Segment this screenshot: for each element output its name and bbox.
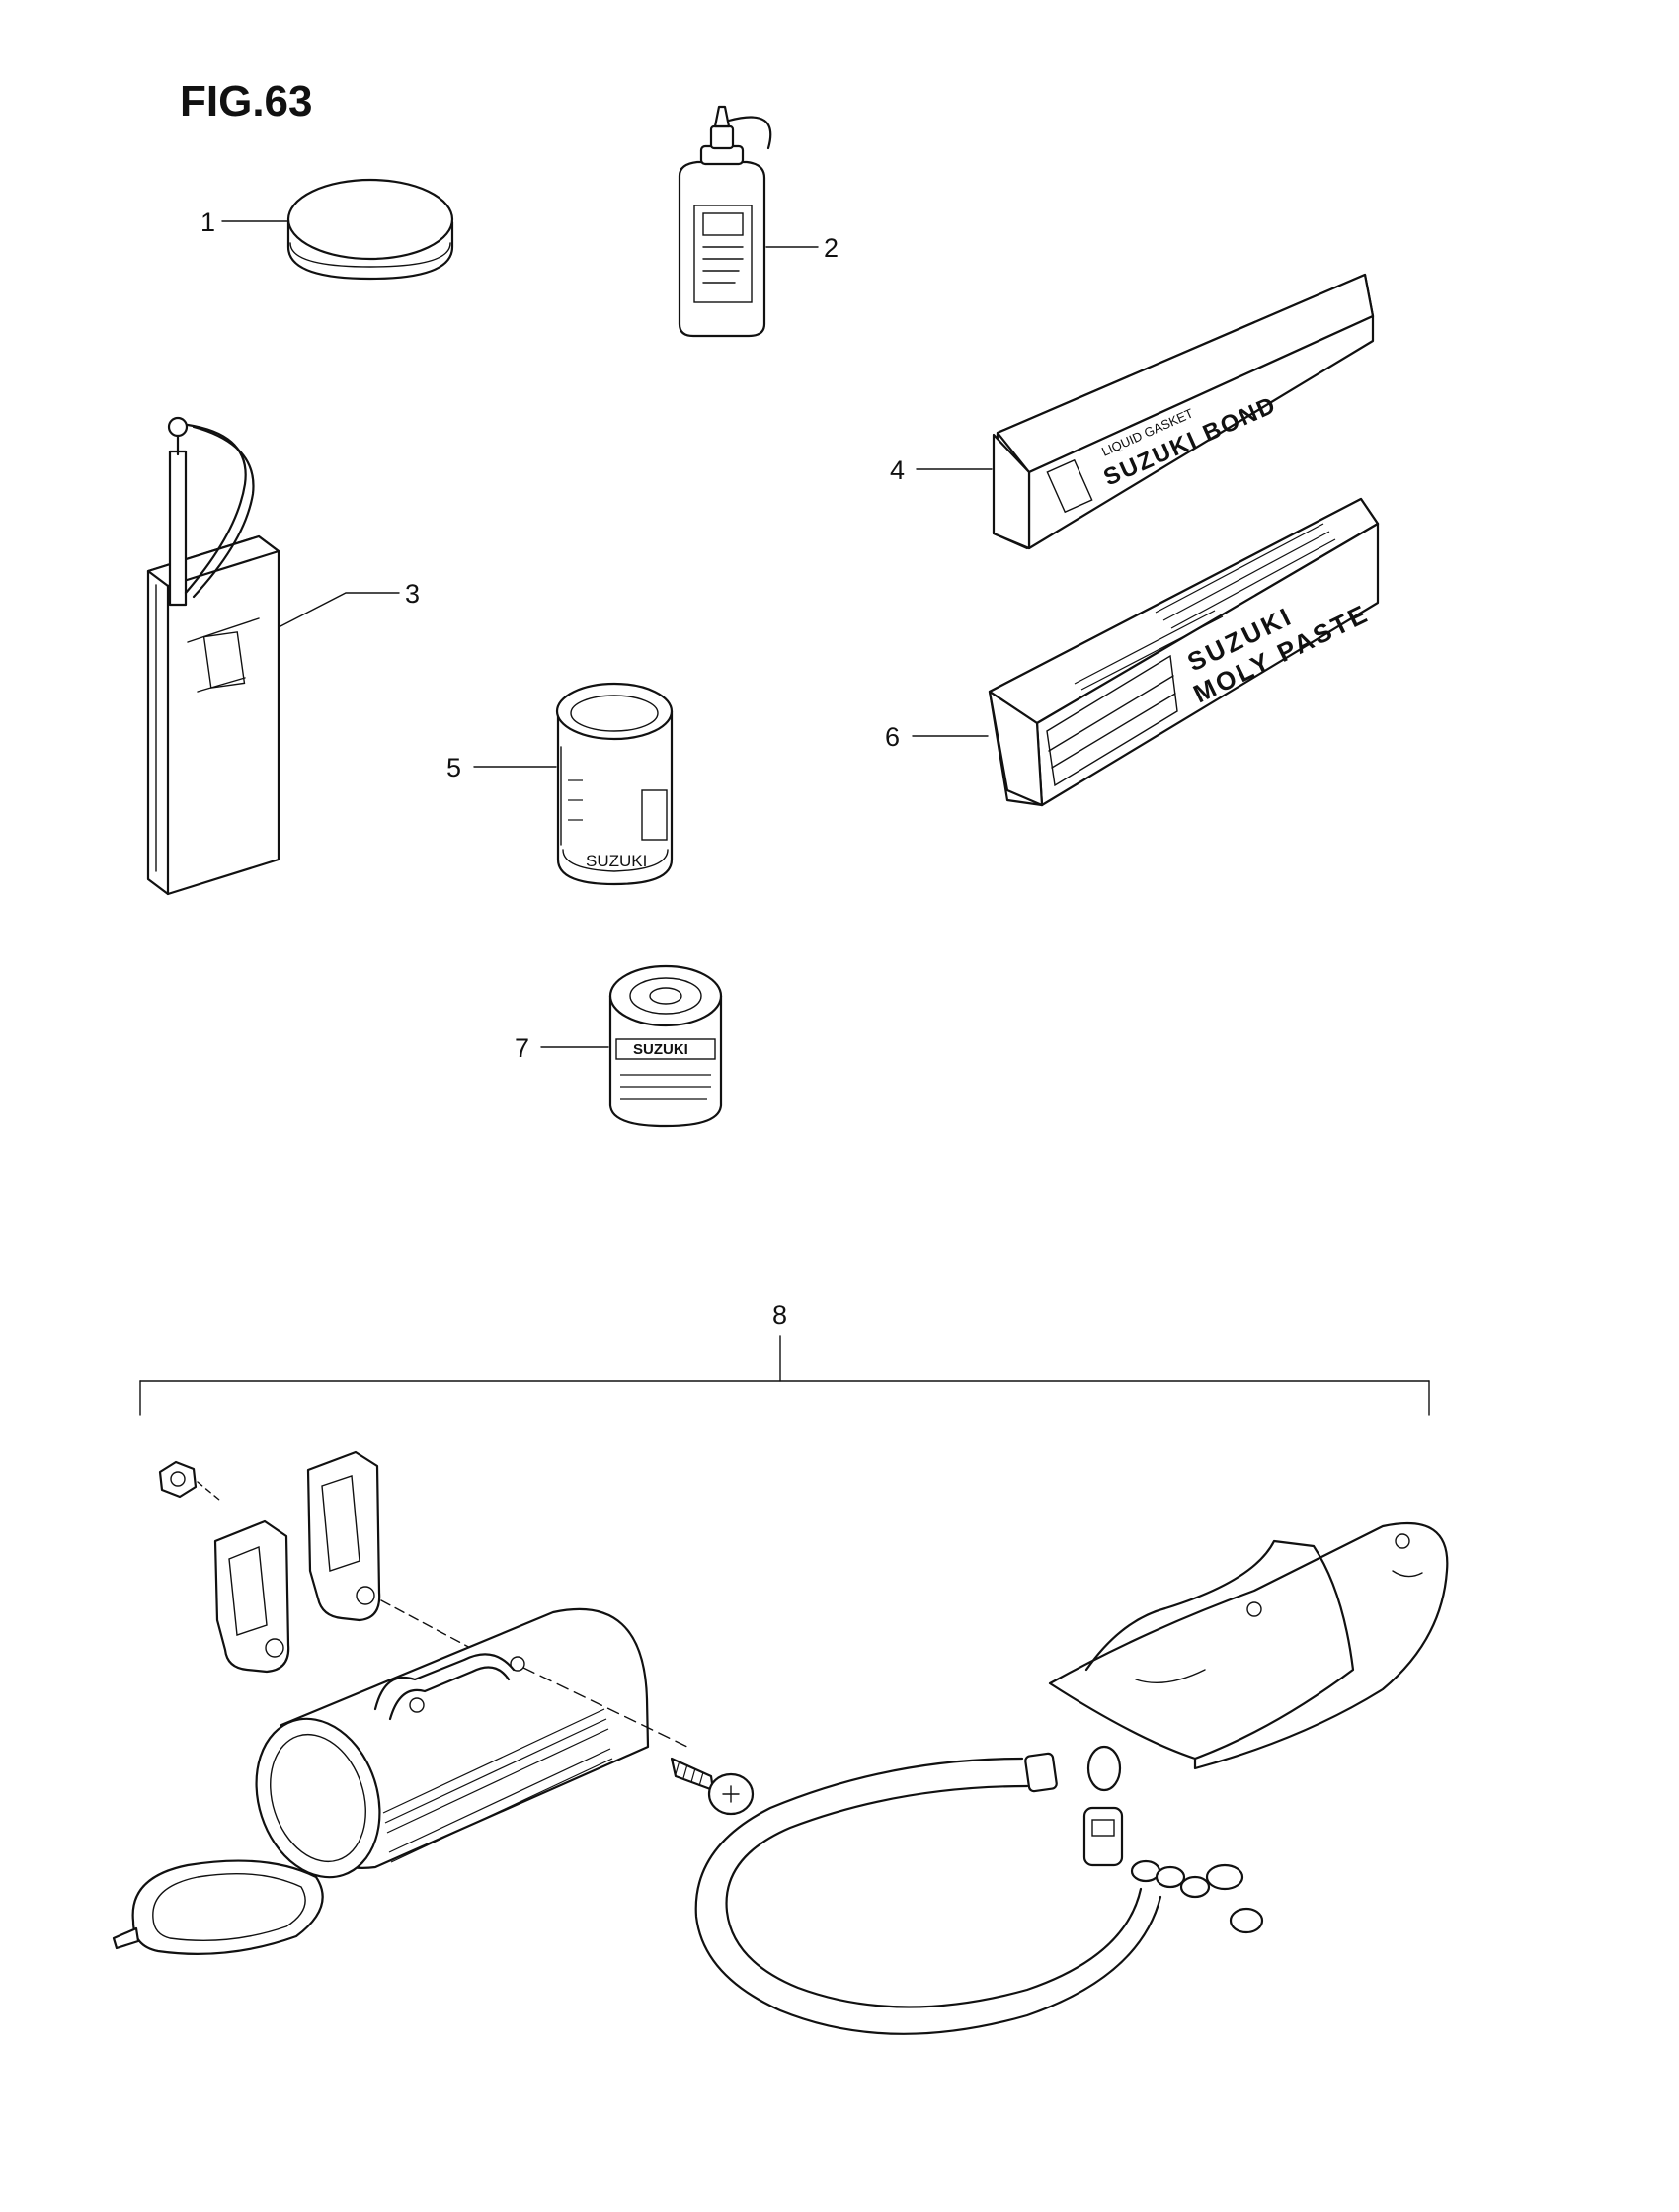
part-1-grease-cap <box>286 178 454 281</box>
part-8-tool-case <box>255 1607 692 1879</box>
part-8-clamp-right <box>306 1450 475 1651</box>
part-1-callout: 1 <box>200 207 215 237</box>
part-8-lock-cable <box>694 1745 1264 2035</box>
part-2-oil-bottle <box>678 105 772 338</box>
part-3-callout: 3 <box>405 579 420 609</box>
part-6-callout: 6 <box>885 722 900 752</box>
part-8-clamp-left <box>213 1519 290 1674</box>
part-8-cloth-pouch <box>1048 1521 1449 1770</box>
part-3-leader-line <box>280 592 400 627</box>
part-8-group-bracket <box>139 1335 1430 1416</box>
part-7-callout: 7 <box>515 1033 529 1063</box>
part-4-suzuki-bond-box: LIQUID GASKET SUZUKI BOND <box>992 273 1375 550</box>
can-7-label: SUZUKI <box>633 1041 688 1058</box>
part-5-callout: 5 <box>446 753 461 782</box>
part-8-case-lid <box>112 1859 324 1955</box>
part-8-nut <box>158 1460 220 1501</box>
part-6-moly-paste-box: SUZUKI MOLY PASTE <box>988 497 1380 807</box>
figure-title: FIG.63 <box>180 77 313 125</box>
part-2-callout: 2 <box>824 233 839 263</box>
part-5-can: SUZUKI <box>555 682 674 886</box>
can-5-label: SUZUKI <box>586 852 647 870</box>
part-7-small-can: SUZUKI <box>608 964 723 1128</box>
part-3-oil-can <box>146 416 280 896</box>
part-8-bolt <box>670 1757 755 1816</box>
part-8-callout: 8 <box>772 1300 787 1330</box>
part-4-callout: 4 <box>890 455 905 485</box>
